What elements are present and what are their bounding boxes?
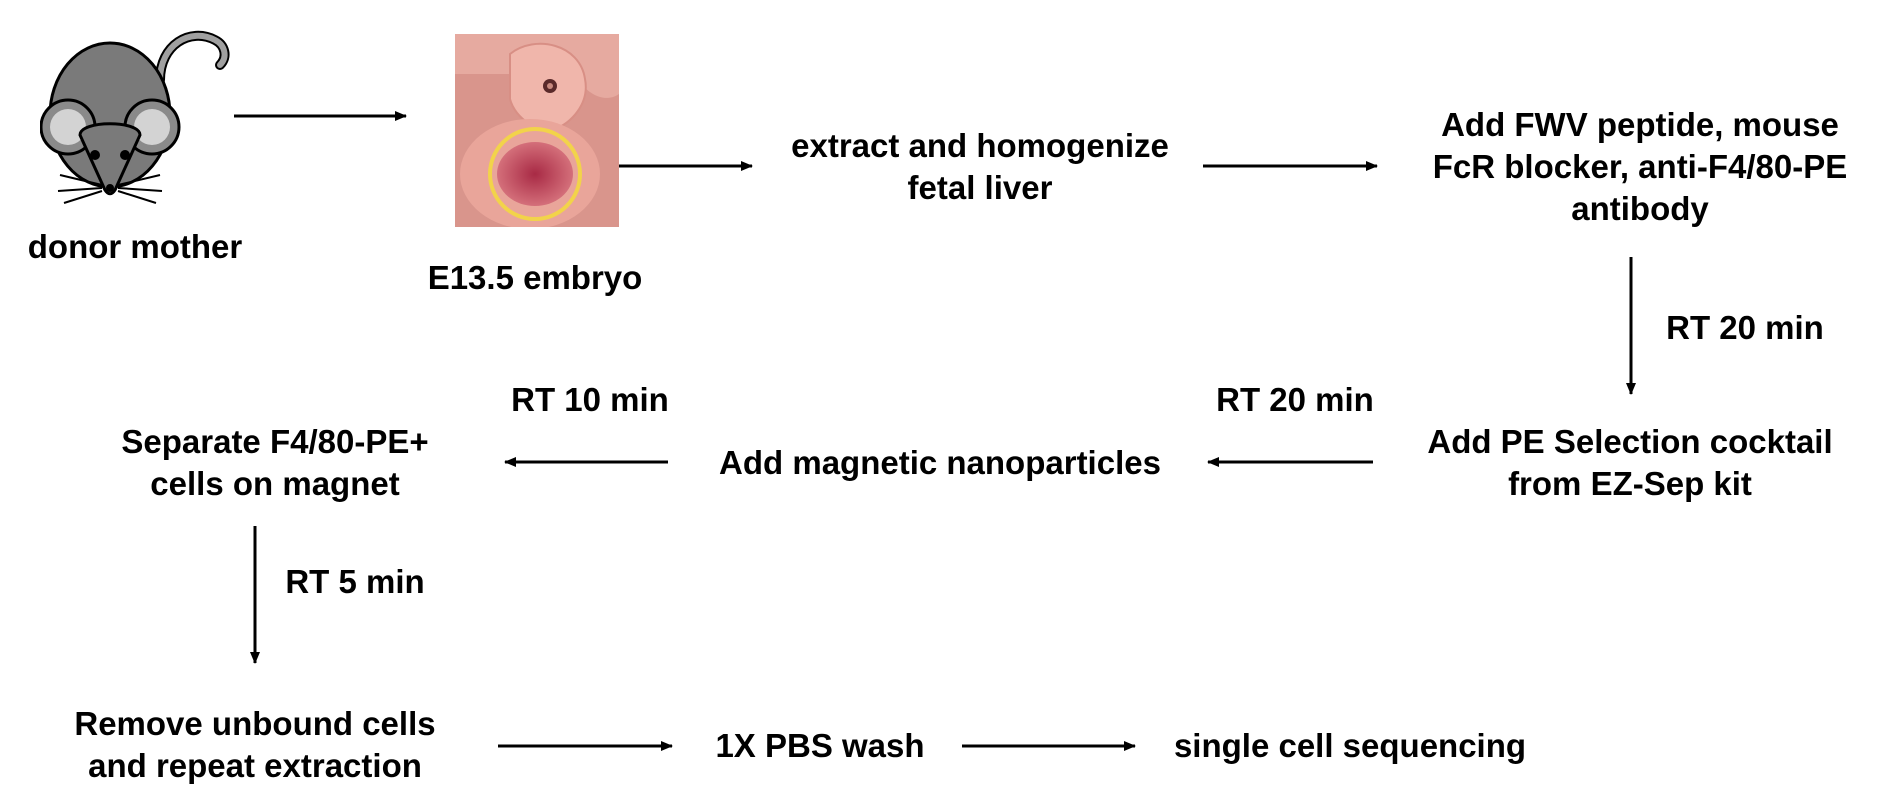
rt-5-min-label: RT 5 min [285, 563, 425, 600]
add-pe-label: Add PE Selection cocktail from EZ-Sep ki… [1427, 423, 1833, 502]
embryo-label: E13.5 embryo [427, 259, 643, 296]
remove-label: Remove unbound cells and repeat extracti… [74, 705, 436, 784]
separate-label: Separate F4/80-PE+ cells on magnet [121, 423, 429, 502]
add-fwv-label: Add FWV peptide, mouse FcR blocker, anti… [1432, 106, 1848, 227]
rt-10-min-label: RT 10 min [511, 381, 669, 418]
add-magnetic-label: Add magnetic nanoparticles [719, 444, 1161, 481]
extract-label: extract and homogenize fetal liver [791, 127, 1169, 206]
rt-20-min-label-2: RT 20 min [1216, 381, 1374, 418]
pbs-wash-label: 1X PBS wash [715, 727, 925, 764]
donor-mother-label: donor mother [27, 228, 243, 265]
mouse-icon [40, 30, 230, 204]
rt-20-min-label-1: RT 20 min [1666, 309, 1824, 346]
embryo-photo [455, 34, 619, 227]
sequencing-label: single cell sequencing [1173, 727, 1527, 764]
